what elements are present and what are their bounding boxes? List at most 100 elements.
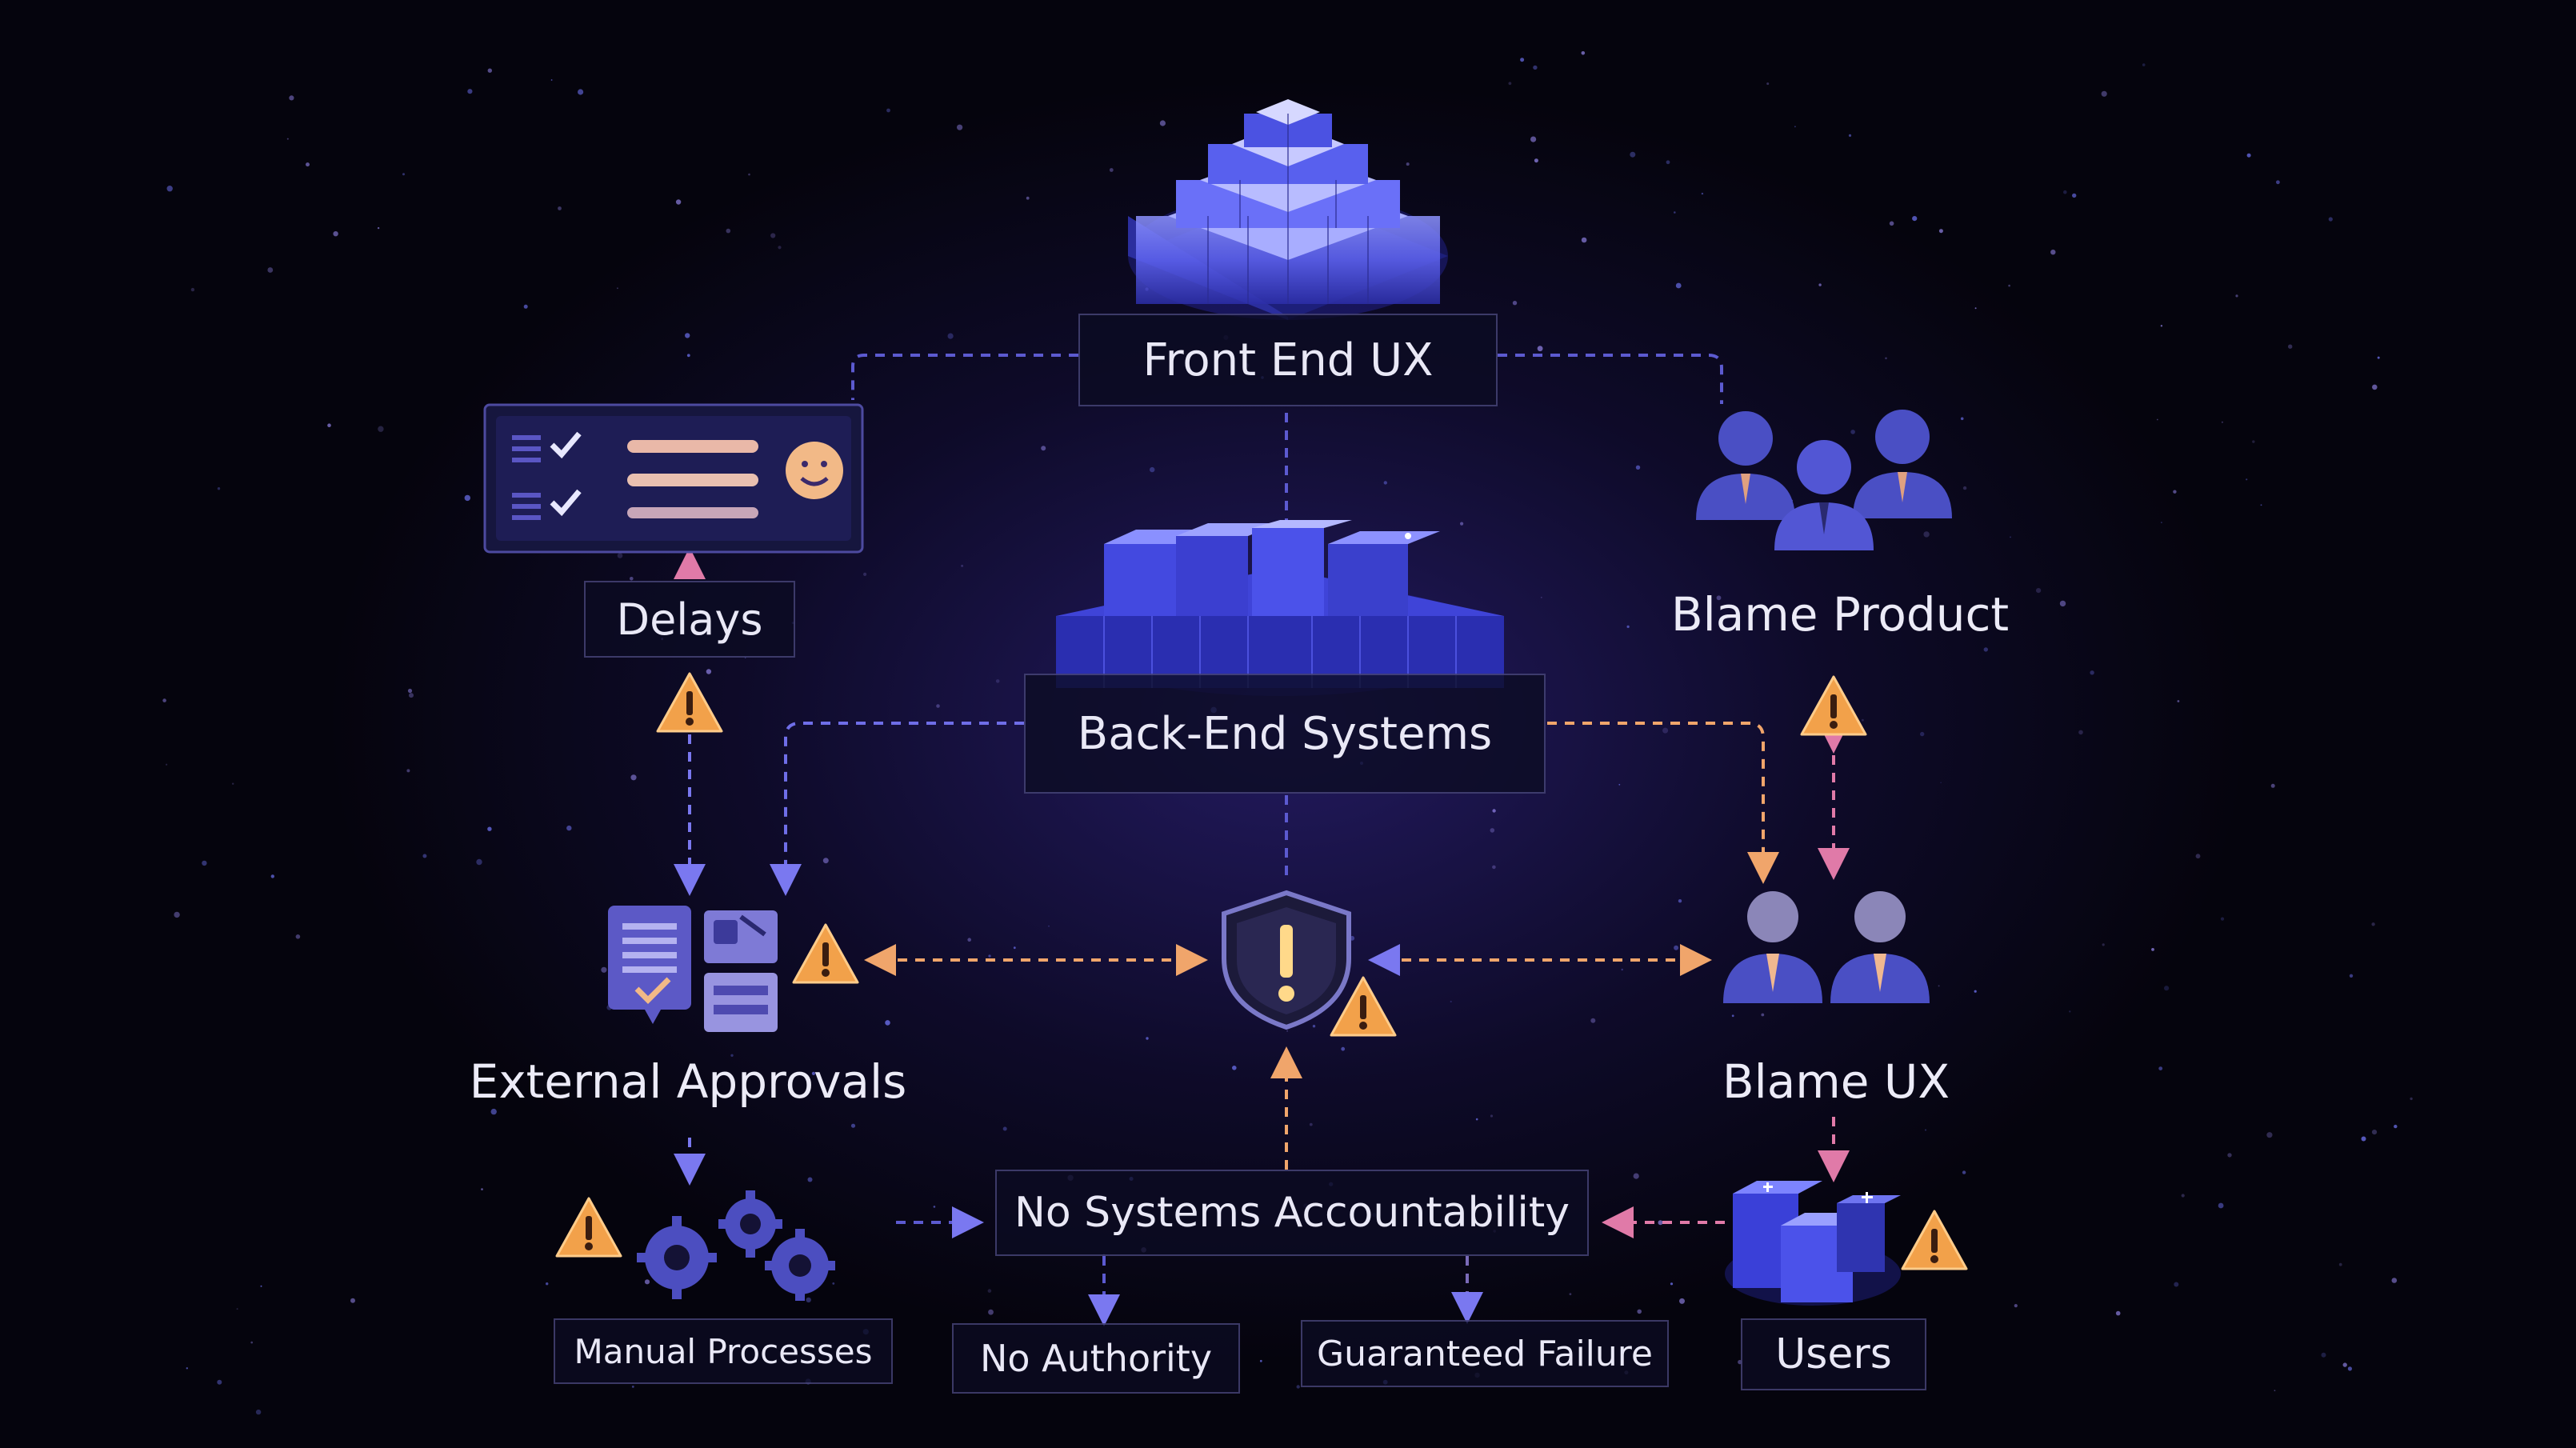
people-group-icon [1720,886,1936,1006]
connector-backend-left [770,722,1024,896]
star-dot [730,1054,734,1058]
star-dot [2274,1390,2276,1392]
star-dot [1450,1000,1452,1003]
star-dot [1635,465,1641,470]
blame-ux-label: Blame UX [1722,1054,1950,1109]
star-dot [631,1386,634,1388]
star-dot [2151,948,2154,951]
star-dot [886,108,890,113]
star-dot [644,1279,650,1285]
star-dot [1618,783,1621,786]
star-dot [2072,193,2077,198]
warning-triangle-icon [1899,1208,1970,1272]
star-dot [1530,136,1537,142]
star-dot [2321,1352,2326,1358]
star-dot [2377,356,2380,359]
star-dot [2246,153,2251,158]
star-dot [1974,307,1977,310]
star-dot [2142,63,2146,66]
star-dot [995,679,1000,683]
star-dot [2164,986,2170,991]
star-dot [162,698,166,702]
star-dot [1716,595,1722,601]
star-dot [850,1123,856,1128]
star-dot [1766,82,1770,86]
star-dot [289,95,294,101]
star-dot [2115,1310,2121,1316]
star-dot [409,693,414,698]
shield-alert-icon [1218,890,1355,1030]
star-dot [1938,985,1940,987]
star-dot [2361,1136,2366,1142]
star-dot [1626,625,1630,629]
star-dot [217,487,221,490]
star-dot [617,287,618,290]
star-dot [422,854,427,858]
star-dot [166,186,173,192]
star-dot [190,287,195,292]
star-dot [1406,162,1410,166]
star-dot [2342,1362,2347,1367]
star-dot [1540,596,1542,598]
star-dot [1761,1013,1765,1017]
star-dot [630,577,634,581]
star-dot [617,553,623,558]
warning-triangle-icon [554,1195,624,1259]
star-dot [1630,151,1636,158]
star-dot [2008,284,2010,287]
star-dot [2371,1130,2378,1135]
block-cluster-icon [1048,520,1512,696]
star-dot [2160,325,2163,327]
star-dot [2270,783,2275,788]
star-dot [487,826,492,831]
no-systems-accountability-label: No Systems Accountability [1014,1189,1570,1237]
star-dot [1674,211,1676,214]
star-dot [327,423,331,427]
star-dot [1701,192,1704,195]
star-dot [630,774,637,781]
star-dot [286,138,289,140]
star-dot [2036,588,2042,594]
no-authority-label: No Authority [979,1337,1213,1380]
star-dot [2276,180,2280,185]
star-dot [1026,196,1030,200]
star-dot [1848,134,1852,137]
star-dot [2227,1153,2232,1158]
star-dot [2195,854,2201,859]
star-dot [2010,536,2011,538]
gears-icon [637,1189,837,1301]
star-dot [1492,865,1496,870]
users-label: Users [1775,1330,1892,1378]
warning-triangle-icon [1798,674,1869,738]
star-dot [1475,1118,1478,1121]
star-dot [1150,466,1155,473]
star-dot [1794,126,1796,128]
star-dot [306,162,310,167]
star-dot [1512,301,1518,306]
star-dot [1675,282,1682,289]
star-dot [1962,1170,1966,1174]
star-dot [933,1206,936,1208]
star-dot [566,825,572,831]
star-dot [350,1298,355,1303]
star-dot [726,228,731,234]
star-dot [1159,120,1166,126]
star-dot [2063,190,2067,194]
guaranteed-failure-label: Guaranteed Failure [1317,1333,1653,1374]
star-dot [1490,1114,1494,1118]
star-dot [2235,294,2238,298]
connector-backend-right [1547,722,1779,884]
star-dot [202,860,207,866]
star-dot [1492,809,1496,813]
star-dot [2177,700,2180,702]
star-dot [1048,925,1050,927]
star-dot [260,1285,262,1287]
star-dot [1912,216,1918,222]
manual-processes-box: Manual Processes [554,1318,893,1384]
star-dot [2156,418,2158,421]
star-dot [1534,158,1538,163]
star-dot [1637,1309,1642,1314]
star-dot [832,1282,835,1285]
star-dot [1679,1298,1685,1304]
